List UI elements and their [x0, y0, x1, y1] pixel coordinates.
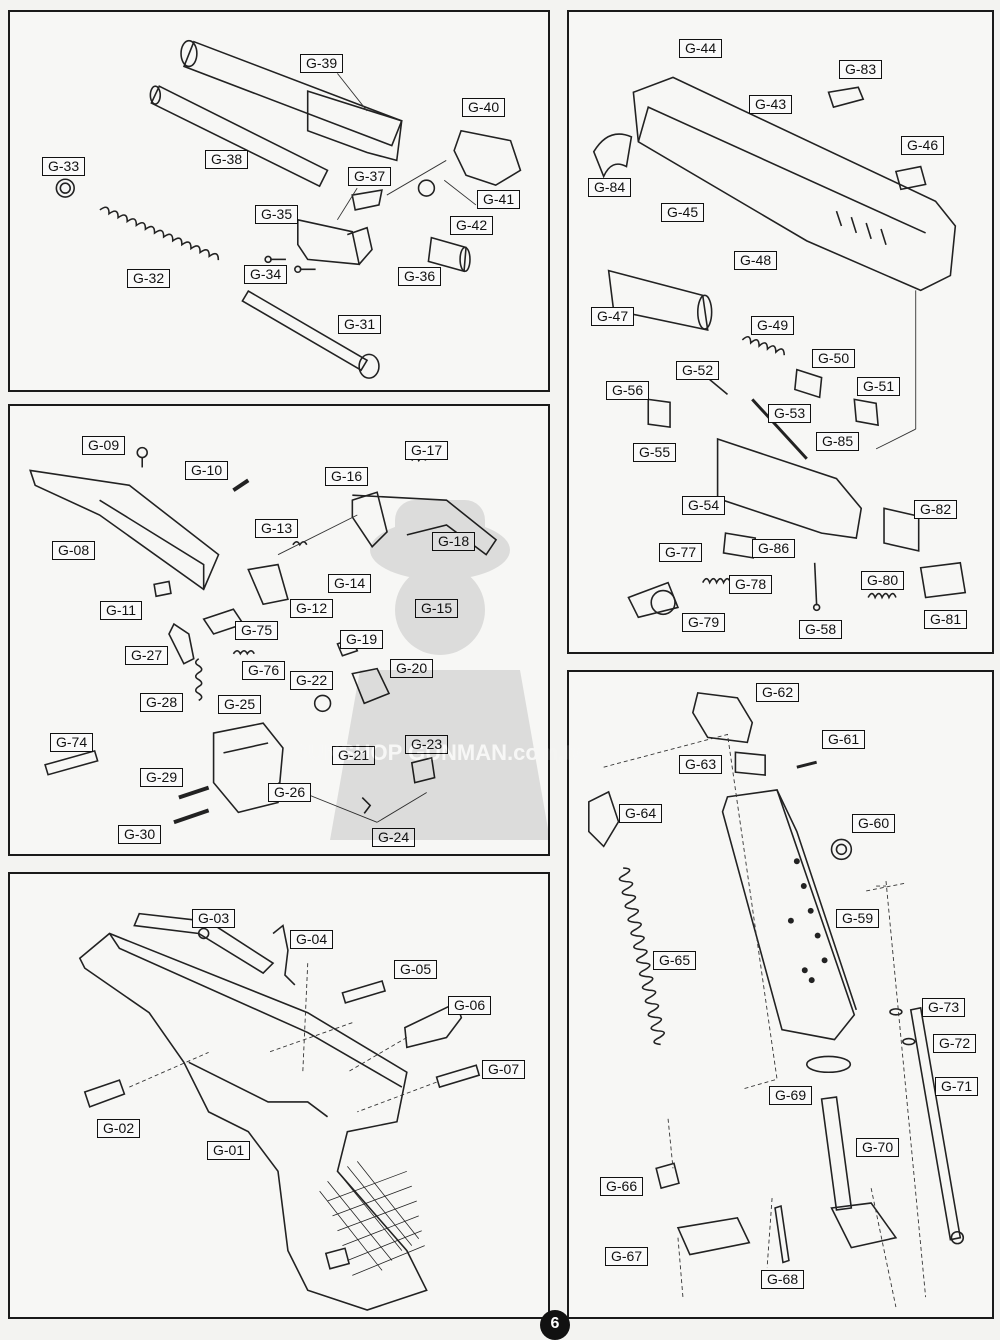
- part-label: G-64: [619, 804, 663, 823]
- part-label: G-50: [812, 349, 856, 368]
- part-label: G-65: [653, 951, 697, 970]
- part-label: G-37: [348, 167, 392, 186]
- magazine-group-panel: G-62 G-61 G-63 G-64 G-60 G-59 G-65 G-73 …: [567, 670, 994, 1319]
- part-label: G-04: [290, 930, 334, 949]
- part-label: G-11: [100, 601, 143, 620]
- part-label: G-03: [192, 909, 236, 928]
- part-label: G-43: [749, 95, 793, 114]
- part-label: G-72: [933, 1034, 977, 1053]
- trigger-group-illustration: [29, 446, 498, 825]
- part-label: G-42: [450, 216, 494, 235]
- part-label: G-71: [935, 1077, 979, 1096]
- part-label: G-82: [914, 500, 958, 519]
- part-label: G-18: [432, 532, 476, 551]
- shop-watermark-image: GUNSHOP GUNMAN.com.tw: [300, 500, 580, 840]
- part-label: G-26: [268, 783, 312, 802]
- part-label: G-75: [235, 621, 279, 640]
- part-label: G-25: [218, 695, 262, 714]
- part-label: G-76: [242, 661, 286, 680]
- part-label: G-22: [290, 671, 334, 690]
- part-label: G-63: [679, 755, 723, 774]
- part-label: G-67: [605, 1247, 649, 1266]
- part-label: G-30: [118, 825, 162, 844]
- part-label: G-68: [761, 1270, 805, 1289]
- part-label: G-48: [734, 251, 778, 270]
- part-label: G-40: [462, 98, 506, 117]
- part-label: G-83: [839, 60, 883, 79]
- part-label: G-85: [816, 432, 860, 451]
- part-label: G-24: [372, 828, 416, 847]
- part-label: G-66: [600, 1177, 644, 1196]
- part-label: G-33: [42, 157, 86, 176]
- part-label: G-23: [405, 735, 449, 754]
- part-label: G-10: [185, 461, 229, 480]
- magazine-group-illustration: [588, 691, 965, 1308]
- part-label: G-61: [822, 730, 866, 749]
- part-label: G-84: [588, 178, 632, 197]
- part-label: G-45: [661, 203, 705, 222]
- part-label: G-21: [332, 746, 376, 765]
- part-label: G-34: [244, 265, 288, 284]
- part-label: G-12: [290, 599, 334, 618]
- part-label: G-28: [140, 693, 184, 712]
- part-label: G-55: [633, 443, 677, 462]
- part-label: G-41: [477, 190, 521, 209]
- part-label: G-09: [82, 436, 126, 455]
- part-label: G-01: [207, 1141, 251, 1160]
- part-label: G-53: [768, 404, 812, 423]
- part-label: G-78: [729, 575, 773, 594]
- part-label: G-38: [205, 150, 249, 169]
- svg-text:GUNSHOP GUNMAN.com.tw: GUNSHOP GUNMAN.com.tw: [300, 740, 580, 765]
- part-label: G-79: [682, 613, 726, 632]
- page-number: 6: [540, 1310, 570, 1340]
- part-label: G-02: [97, 1119, 141, 1138]
- part-label: G-13: [255, 519, 299, 538]
- part-label: G-58: [799, 620, 843, 639]
- part-label: G-39: [300, 54, 344, 73]
- part-label: G-70: [856, 1138, 900, 1157]
- part-label: G-27: [125, 646, 169, 665]
- part-label: G-06: [448, 996, 492, 1015]
- part-label: G-35: [255, 205, 299, 224]
- part-label: G-69: [769, 1086, 813, 1105]
- part-label: G-05: [394, 960, 438, 979]
- part-label: G-54: [682, 496, 726, 515]
- part-label: G-73: [922, 998, 966, 1017]
- part-label: G-20: [390, 659, 434, 678]
- part-label: G-19: [340, 630, 384, 649]
- part-label: G-81: [924, 610, 968, 629]
- part-label: G-32: [127, 269, 171, 288]
- part-label: G-80: [861, 571, 905, 590]
- part-label: G-74: [50, 733, 94, 752]
- part-label: G-29: [140, 768, 184, 787]
- barrel-group-panel: G-39 G-40 G-33 G-38 G-37 G-41 G-35 G-42 …: [8, 10, 550, 392]
- barrel-group-illustration: [55, 39, 522, 379]
- part-label: G-49: [751, 316, 795, 335]
- part-label: G-16: [325, 467, 369, 486]
- part-label: G-60: [852, 814, 896, 833]
- part-label: G-07: [482, 1060, 526, 1079]
- part-label: G-77: [659, 543, 703, 562]
- part-label: G-31: [338, 315, 382, 334]
- part-label: G-62: [756, 683, 800, 702]
- part-label: G-36: [398, 267, 442, 286]
- part-label: G-52: [676, 361, 720, 380]
- part-label: G-86: [752, 539, 796, 558]
- frame-group-illustration: [78, 912, 481, 1311]
- slide-group-panel: G-44 G-83 G-43 G-46 G-84 G-45 G-48 G-47 …: [567, 10, 994, 654]
- frame-group-panel: G-03 G-04 G-05 G-06 G-07 G-02 G-01: [8, 872, 550, 1319]
- trigger-group-panel: G-09 G-17 G-10 G-16 G-08 G-13 G-18 G-14 …: [8, 404, 550, 856]
- part-label: G-46: [901, 136, 945, 155]
- part-label: G-59: [836, 909, 880, 928]
- part-label: G-08: [52, 541, 96, 560]
- part-label: G-51: [857, 377, 901, 396]
- part-label: G-17: [405, 441, 449, 460]
- part-label: G-56: [606, 381, 650, 400]
- part-label: G-47: [591, 307, 635, 326]
- part-label: G-14: [328, 574, 372, 593]
- part-label: G-44: [679, 39, 723, 58]
- part-label: G-15: [415, 599, 459, 618]
